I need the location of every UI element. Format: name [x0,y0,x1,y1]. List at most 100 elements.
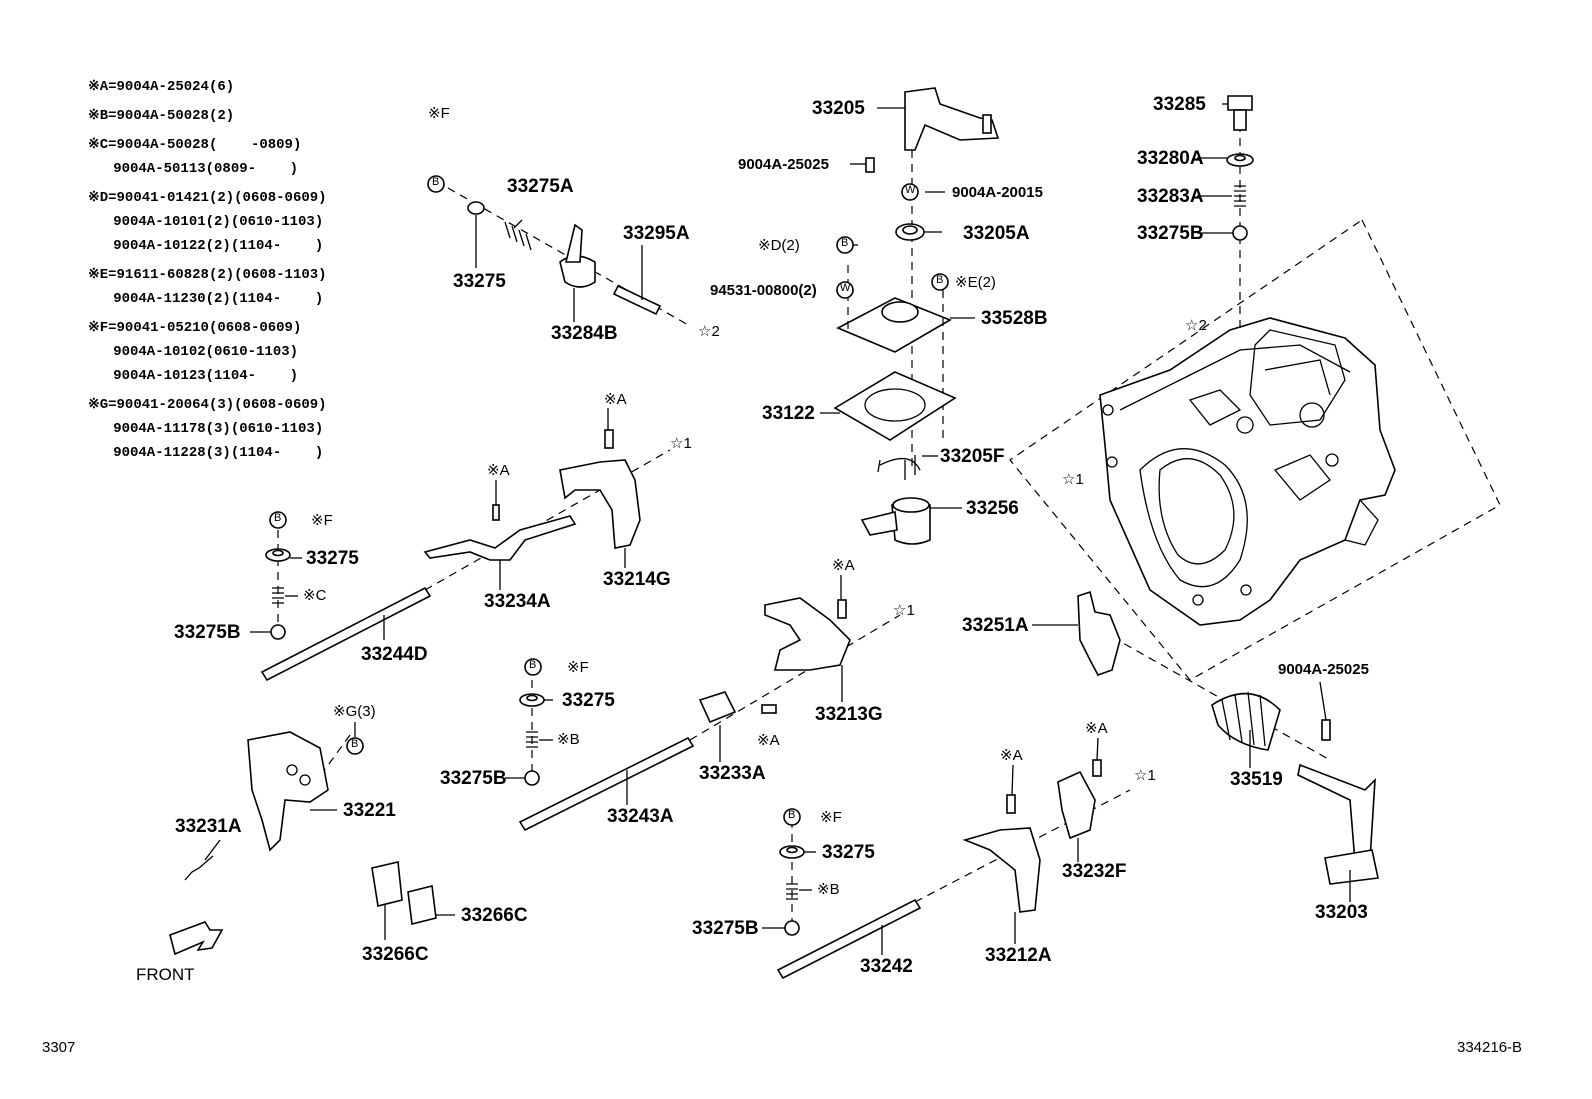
part-label[interactable]: 33275A [507,176,574,197]
legend-line: 9004A-11228(3)(1104- ) [88,445,324,461]
ref-note: ※A [1085,720,1108,737]
part-label[interactable]: 33275B [692,918,759,939]
shaft-33242-group [776,759,1131,980]
part-label[interactable]: 33266C [362,944,429,965]
ref-note: ※A [604,391,627,408]
legend-line: 9004A-10122(2)(1104- ) [88,238,324,254]
pads-33266C [371,861,437,925]
ref-note: ☆1 [1134,767,1156,784]
legend-line: ※A=9004A-25024(6) [88,79,235,95]
part-label[interactable]: 33221 [343,800,396,821]
ref-note: ※F [820,809,842,826]
ref-note: ☆2 [1185,317,1207,334]
part-label[interactable]: 33214G [603,569,671,590]
part-label[interactable]: 33231A [175,816,242,837]
legend-line: ※F=90041-05210(0608-0609) [88,320,302,336]
interlock-group [184,731,351,881]
ref-note: ☆1 [893,602,915,619]
part-label[interactable]: 33205 [812,98,865,119]
part-label[interactable]: 33256 [966,498,1019,519]
circled-b-marker: B [529,659,537,671]
circled-b-marker: B [936,274,944,286]
part-label[interactable]: 33242 [860,956,913,977]
circled-b-marker: B [432,176,440,188]
part-label[interactable]: 33280A [1137,148,1204,169]
detent-group-top [447,187,691,327]
part-label[interactable]: 33275B [1137,223,1204,244]
part-label[interactable]: 33205F [940,446,1005,467]
shaft-33243A-group [518,597,901,832]
part-label[interactable]: 33203 [1315,902,1368,923]
part-label[interactable]: 33284B [551,323,618,344]
part-label[interactable]: 33205A [963,223,1030,244]
ref-note: ☆1 [1062,471,1084,488]
legend-line: ※D=90041-01421(2)(0608-0609) [88,190,327,206]
part-label[interactable]: 33213G [815,704,883,725]
part-label[interactable]: 33283A [1137,186,1204,207]
part-label[interactable]: 33275 [306,548,359,569]
circled-b-marker: B [351,738,359,750]
legend-line: 9004A-11178(3)(0610-1103) [88,421,324,437]
legend-line: 9004A-50113(0809- ) [88,161,299,177]
legend-line: 9004A-10123(1104- ) [88,368,299,384]
legend-line: ※B=9004A-50028(2) [88,108,235,124]
front-label: FRONT [136,965,195,984]
ref-note: ※C [303,587,327,604]
transmission-case [1009,219,1501,681]
circled-markers [269,175,949,826]
circled-w-marker: W [840,282,851,294]
bolt-stack-parts [1226,95,1254,330]
part-label[interactable]: 33275 [562,690,615,711]
part-label[interactable]: 33234A [484,591,551,612]
part-label[interactable]: 33275 [453,271,506,292]
ref-note: ※G(3) [333,703,376,720]
part-label[interactable]: 9004A-20015 [952,184,1043,201]
page-code-left: 3307 [42,1039,76,1056]
part-label[interactable]: 33275 [822,842,875,863]
part-label[interactable]: 33243A [607,806,674,827]
part-label[interactable]: 33233A [699,763,766,784]
part-label[interactable]: 9004A-25025 [738,156,829,173]
legend-line: 9004A-10102(0610-1103) [88,344,299,360]
part-label[interactable]: 33275B [440,768,507,789]
circled-b-marker: B [274,512,282,524]
part-label[interactable]: 9004A-25025 [1278,661,1369,678]
front-arrow-icon [169,921,224,956]
shaft-33244D-group [260,429,671,682]
ref-note: ※F [567,659,589,676]
part-label[interactable]: 33122 [762,403,815,424]
ref-note: ※D(2) [758,237,800,254]
ref-note: ※A [832,557,855,574]
circled-b-marker: B [788,809,796,821]
circled-w-marker: W [905,184,916,196]
legend-line: 9004A-10101(2)(0610-1103) [88,214,324,230]
part-label[interactable]: 33285 [1153,94,1206,115]
ref-note: ※B [557,731,580,748]
part-label[interactable]: 33266C [461,905,528,926]
illustration-id: 334216-B [1457,1039,1523,1056]
ref-note: ※E(2) [955,274,996,291]
shift-lever-group [833,87,1000,545]
part-label[interactable]: 33244D [361,644,428,665]
ref-note: ※B [817,881,840,898]
select-lever-group [1077,590,1379,885]
ref-note: ※A [757,732,780,749]
ref-note: ※A [1000,747,1023,764]
ref-note: ※F [428,105,450,122]
part-label[interactable]: 33232F [1062,861,1127,882]
part-label[interactable]: 33212A [985,945,1052,966]
legend-line: ※G=90041-20064(3)(0608-0609) [88,397,327,413]
part-label[interactable]: 33528B [981,308,1048,329]
legend-line: ※E=91611-60828(2)(0608-1103) [88,267,327,283]
part-label[interactable]: 33295A [623,223,690,244]
ref-note: ※A [487,462,510,479]
part-label[interactable]: 33251A [962,615,1029,636]
circled-b-marker: B [841,237,849,249]
part-label[interactable]: 94531-00800(2) [710,282,817,299]
part-label[interactable]: 33275B [174,622,241,643]
part-label[interactable]: 33519 [1230,769,1283,790]
legend-line: 9004A-11230(2)(1104- ) [88,291,324,307]
ref-note: ☆2 [698,323,720,340]
